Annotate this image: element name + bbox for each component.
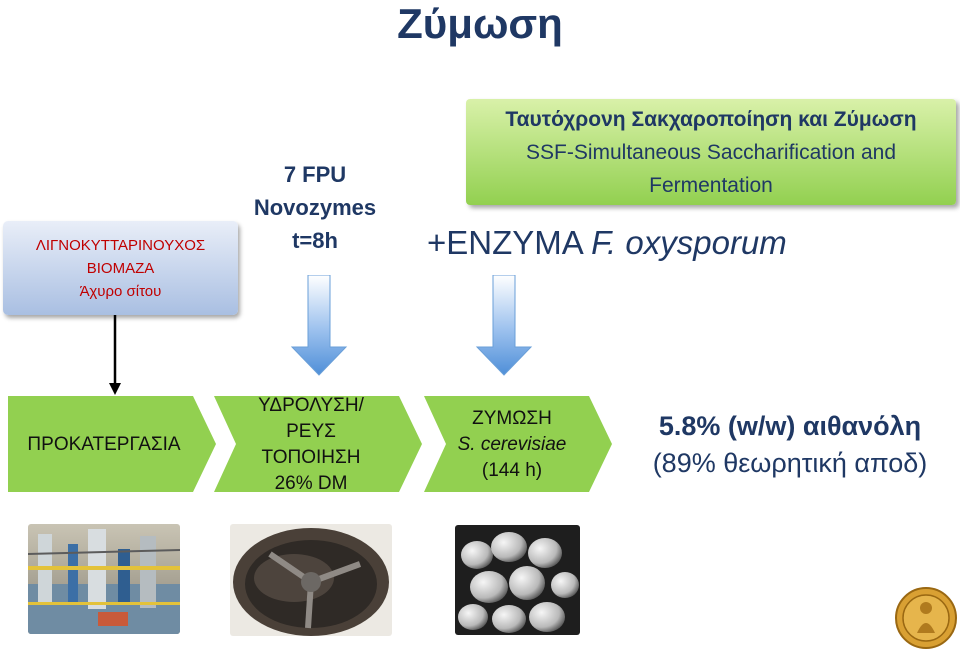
step-pretreatment: ΠΡΟΚΑΤΕΡΓΑΣΙΑ [14, 396, 194, 494]
result-line1: 5.8% (w/w) αιθανόλη [658, 411, 922, 441]
ssf-line1: Ταυτόχρονη Σακχαροποίηση και Ζύμωση [505, 107, 917, 131]
biomass-line1: ΛΙΓΝΟΚΥΤΤΑΡΙΝΟΥΧΟΣ [35, 236, 206, 254]
ssf-line3: Fermentation [649, 173, 773, 197]
step-fermentation: ΖΥΜΩΣΗ S. cerevisiae (144 h) [442, 396, 582, 494]
chevron-shape [214, 396, 422, 492]
ssf-line2: SSF-Simultaneous Saccharification and [525, 140, 897, 164]
biomass-line2: ΒΙΟΜΑΖΑ [86, 259, 155, 277]
down-arrow-icon [290, 275, 348, 376]
ethanol-result: 5.8% (w/w) αιθανόλη (89% θεωρητική αποδ) [620, 408, 960, 482]
enzyme-addition: +ΕΝΖΥΜΑ F. oxysporum [427, 224, 787, 262]
ssf-box: Ταυτόχρονη Σακχαροποίηση και Ζύμωση SSF-… [466, 99, 956, 205]
university-seal-icon [895, 587, 957, 649]
chevron-shape [8, 396, 216, 492]
step-hydrolysis-line1: ΥΔΡΟΛΥΣΗ/ΡΕΥΣ [258, 395, 364, 442]
enzyme-line2: Novozymes [253, 195, 377, 220]
page-title: Ζύμωση [397, 0, 563, 47]
reactor-photo [230, 524, 392, 636]
plant-photo [28, 524, 180, 634]
result-line2: (89% θεωρητική αποδ) [652, 448, 928, 478]
step-pretreatment-label: ΠΡΟΚΑΤΕΡΓΑΣΙΑ [27, 434, 181, 455]
biomass-line3: Άχυρο σίτου [79, 282, 162, 300]
step-hydrolysis: ΥΔΡΟΛΥΣΗ/ΡΕΥΣ ΤΟΠΟΙΗΣΗ 26% DM [236, 395, 386, 494]
enzyme-addition-organism: F. oxysporum [591, 224, 787, 261]
enzyme-line1: 7 FPU [283, 162, 347, 187]
yeast-micrograph [455, 525, 580, 635]
chevron-shape [424, 396, 612, 492]
biomass-box: ΛΙΓΝΟΚΥΤΤΑΡΙΝΟΥΧΟΣ ΒΙΟΜΑΖΑ Άχυρο σίτου [3, 221, 238, 315]
down-arrow-icon [475, 275, 533, 376]
enzyme-addition-prefix: +ΕΝΖΥΜΑ [427, 224, 582, 261]
step-hydrolysis-line2: ΤΟΠΟΙΗΣΗ [261, 447, 361, 468]
enzyme-label: 7 FPU Novozymes t=8h [240, 158, 390, 257]
enzyme-line3: t=8h [292, 228, 338, 253]
step-fermentation-line2: S. cerevisiae [457, 434, 567, 455]
step-fermentation-line3: (144 h) [481, 460, 543, 481]
step-hydrolysis-line3: 26% DM [274, 473, 348, 494]
step-fermentation-line1: ΖΥΜΩΣΗ [472, 408, 552, 429]
connector-arrow [109, 315, 121, 395]
